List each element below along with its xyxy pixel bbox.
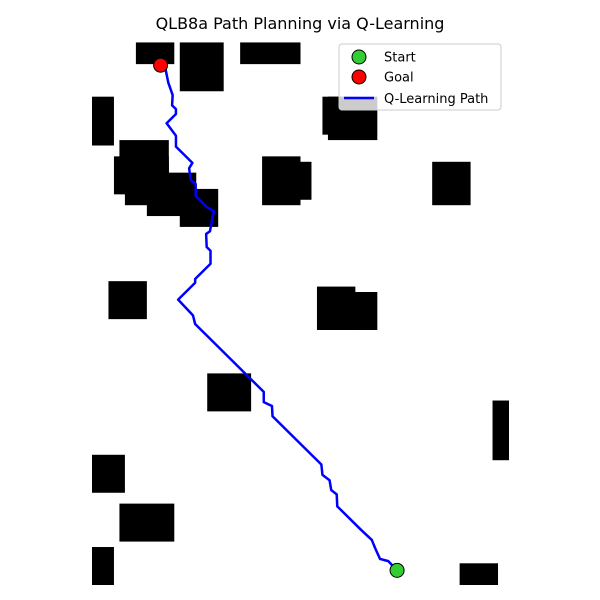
legend-path-label: Q-Learning Path [384, 92, 488, 107]
obstacle-15 [108, 281, 147, 320]
obstacle-17 [322, 292, 378, 330]
q-learning-path-line [163, 66, 398, 572]
legend: Start Goal Q-Learning Path [338, 43, 502, 111]
path-layer [163, 66, 398, 572]
obstacle-1 [135, 42, 175, 65]
obstacle-19 [492, 400, 509, 461]
obstacle-18 [207, 373, 252, 412]
obstacle-14 [432, 161, 471, 206]
legend-start-label: Start [384, 51, 416, 66]
legend-goal-label: Goal [384, 71, 414, 86]
obstacle-23 [459, 563, 499, 585]
obstacle-20 [92, 454, 125, 493]
obstacle-3 [240, 42, 301, 65]
obstacles-layer [92, 42, 509, 585]
obstacle-21 [119, 503, 175, 542]
obstacle-2 [179, 42, 224, 92]
legend-start-marker [351, 49, 367, 65]
goal-marker [153, 57, 169, 73]
chart-title: QLB8a Path Planning via Q-Learning [156, 14, 445, 33]
obstacle-22 [92, 547, 114, 585]
legend-goal-marker [351, 69, 367, 85]
start-marker [389, 562, 405, 578]
obstacle-4 [92, 96, 114, 146]
obstacle-13 [262, 156, 301, 206]
legend-frame [338, 43, 502, 111]
markers-layer [153, 57, 405, 578]
